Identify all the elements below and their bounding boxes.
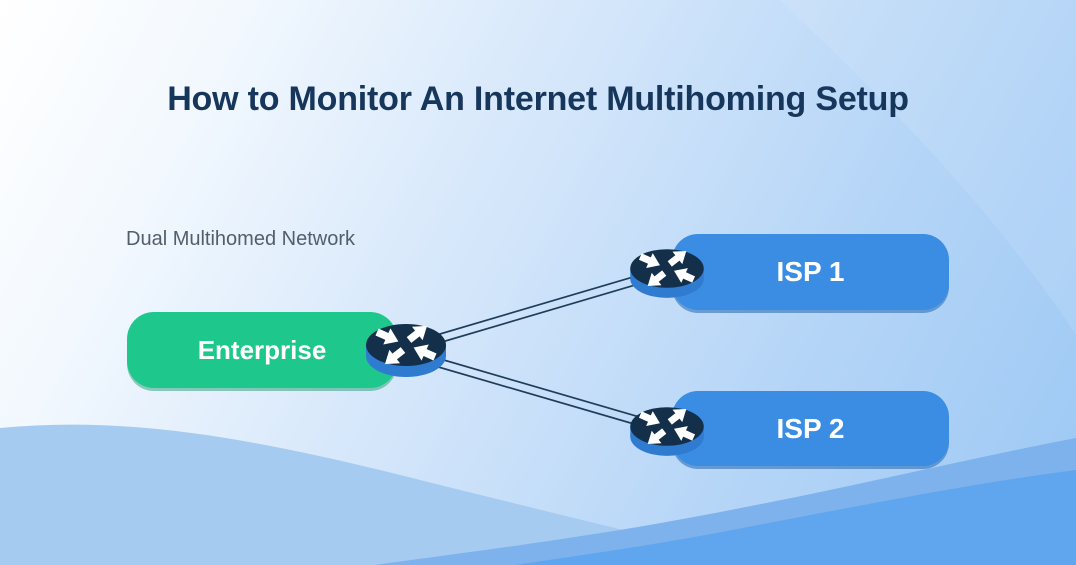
router-icon [630, 244, 704, 298]
node-enterprise-label: Enterprise [197, 334, 327, 365]
router-icon [630, 402, 704, 456]
diagram-subtitle: Dual Multihomed Network [126, 228, 355, 250]
router-icon [366, 319, 446, 377]
page-title: How to Monitor An Internet Multihoming S… [167, 80, 909, 118]
node-enterprise: Enterprise [127, 312, 397, 388]
node-isp1-label: ISP 1 [776, 256, 845, 287]
node-isp1: ISP 1 [672, 234, 949, 310]
node-isp2: ISP 2 [672, 391, 949, 466]
node-isp2-label: ISP 2 [776, 412, 845, 444]
